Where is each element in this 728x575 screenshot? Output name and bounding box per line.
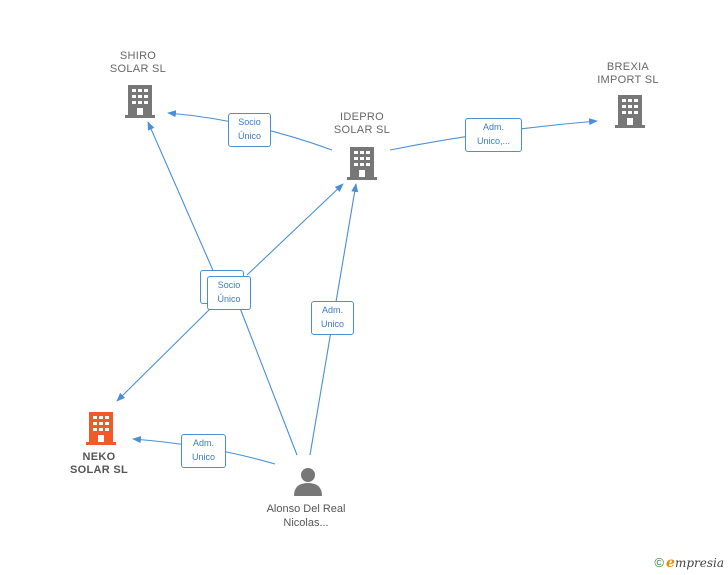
node-label-brexia[interactable]: BREXIA IMPORT SL [597, 61, 659, 86]
edge-label-text: Adm. Unico,... [476, 122, 510, 146]
edge-neko-link-to-shiro [147, 121, 216, 276]
brand-logo-text: mpresia [674, 556, 724, 570]
footer-brand: ©empresia [654, 555, 724, 571]
edge-label-text: Socio Único [217, 280, 241, 304]
edge-label-text: Adm. Unico [191, 438, 215, 462]
edge-label-neko-shiro-idepro: Socio Único [207, 276, 251, 310]
edge-socio-to-neko [116, 306, 213, 402]
person-icon[interactable] [294, 468, 322, 496]
edge-label-idepro-shiro: Socio Único [228, 113, 271, 147]
node-label-idepro[interactable]: IDEPRO SOLAR SL [333, 111, 391, 136]
edge-label-person-neko: Adm. Unico [181, 434, 226, 468]
node-label-person[interactable]: Alonso Del Real Nicolas... [266, 503, 346, 529]
building-icon[interactable] [125, 85, 155, 118]
brand-logo-initial: e [666, 555, 675, 571]
building-icon[interactable] [86, 412, 116, 445]
edge-label-text: Adm. Unico [320, 305, 344, 329]
edge-neko-link-to-idepro [246, 183, 344, 276]
copyright-symbol: © [654, 555, 665, 570]
edge-person-to-socio [239, 307, 298, 456]
edge-label-idepro-brexia: Adm. Unico,... [465, 118, 522, 152]
edge-label-person-idepro: Adm. Unico [311, 301, 354, 335]
building-icon[interactable] [347, 147, 377, 180]
node-label-neko[interactable]: NEKO SOLAR SL [69, 451, 128, 476]
edge-label-text: Socio Único [237, 117, 261, 141]
node-label-shiro[interactable]: SHIRO SOLAR SL [109, 50, 167, 75]
building-icon[interactable] [615, 95, 645, 128]
